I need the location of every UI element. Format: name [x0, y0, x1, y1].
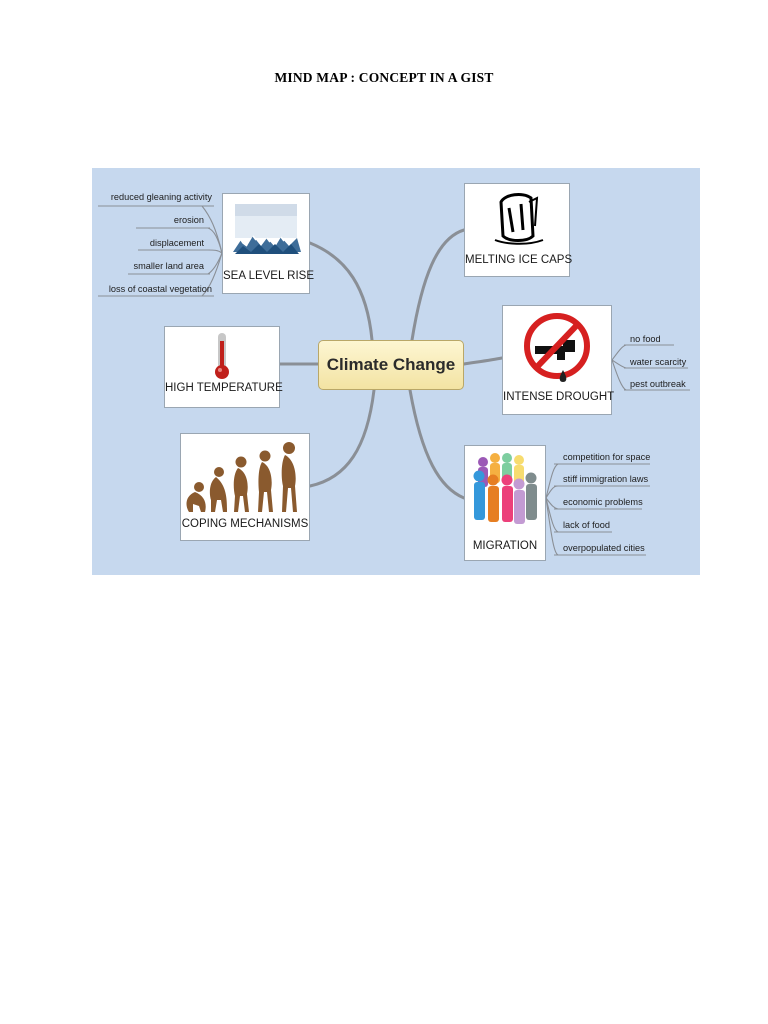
leaf-pest-outbreak[interactable]: pest outbreak: [630, 379, 686, 389]
connector-migration: [408, 388, 466, 500]
waves-icon: [233, 204, 301, 254]
topic-label: MELTING ICE CAPS: [465, 254, 573, 266]
leaf-no-food[interactable]: no food: [630, 334, 661, 344]
leaf-lack-of-food[interactable]: lack of food: [563, 520, 610, 530]
topic-label: INTENSE DROUGHT: [503, 391, 615, 403]
thermometer-icon: [215, 333, 229, 379]
leaf-erosion[interactable]: erosion: [173, 215, 204, 225]
leaf-economic-problems[interactable]: economic problems: [563, 497, 643, 507]
connector-intense-drought: [462, 356, 504, 366]
topic-label: COPING MECHANISMS: [181, 518, 309, 530]
mind-map-panel: Climate Change SEA LEVEL RISE reduced gl…: [92, 168, 700, 575]
topic-melting-ice-caps[interactable]: MELTING ICE CAPS: [464, 183, 573, 277]
leaf-smaller-land-area[interactable]: smaller land area: [133, 261, 204, 271]
leaf-overpopulated-cities[interactable]: overpopulated cities: [563, 543, 645, 553]
leaf-competition-for-space[interactable]: competition for space: [563, 452, 651, 462]
topic-coping-mechanisms[interactable]: COPING MECHANISMS: [180, 433, 310, 541]
document-title: MIND MAP : CONCEPT IN A GIST: [274, 70, 494, 85]
leaf-displacement[interactable]: displacement: [149, 238, 204, 248]
central-topic[interactable]: Climate Change: [318, 340, 464, 390]
leaf-loss-of-coastal-vegetation[interactable]: loss of coastal vegetation: [108, 284, 212, 294]
evolution-icon: [186, 442, 297, 512]
topic-intense-drought[interactable]: INTENSE DROUGHT: [502, 305, 615, 415]
topic-label: MIGRATION: [472, 540, 538, 552]
leaf-reduced-gleaning-activity[interactable]: reduced gleaning activity: [110, 192, 212, 202]
connector-melting-ice-caps: [410, 228, 466, 342]
topic-high-temperature[interactable]: HIGH TEMPERATURE: [164, 326, 283, 408]
connector-lines: [98, 205, 690, 556]
connector-sea-level-rise: [308, 241, 374, 342]
topic-label: SEA LEVEL RISE: [223, 270, 314, 282]
topic-sea-level-rise[interactable]: SEA LEVEL RISE: [222, 193, 314, 294]
connector-coping-mechanisms: [308, 388, 376, 488]
topic-label: HIGH TEMPERATURE: [165, 382, 283, 394]
topic-migration[interactable]: MIGRATION: [464, 445, 546, 561]
leaf-stiff-immigration-laws[interactable]: stiff immigration laws: [563, 474, 649, 484]
crowd-of-people-icon: [473, 453, 537, 524]
no-water-tap-icon: [524, 313, 590, 382]
leaf-water-scarcity[interactable]: water scarcity: [630, 357, 687, 367]
melting-ice-icon: [494, 193, 544, 245]
